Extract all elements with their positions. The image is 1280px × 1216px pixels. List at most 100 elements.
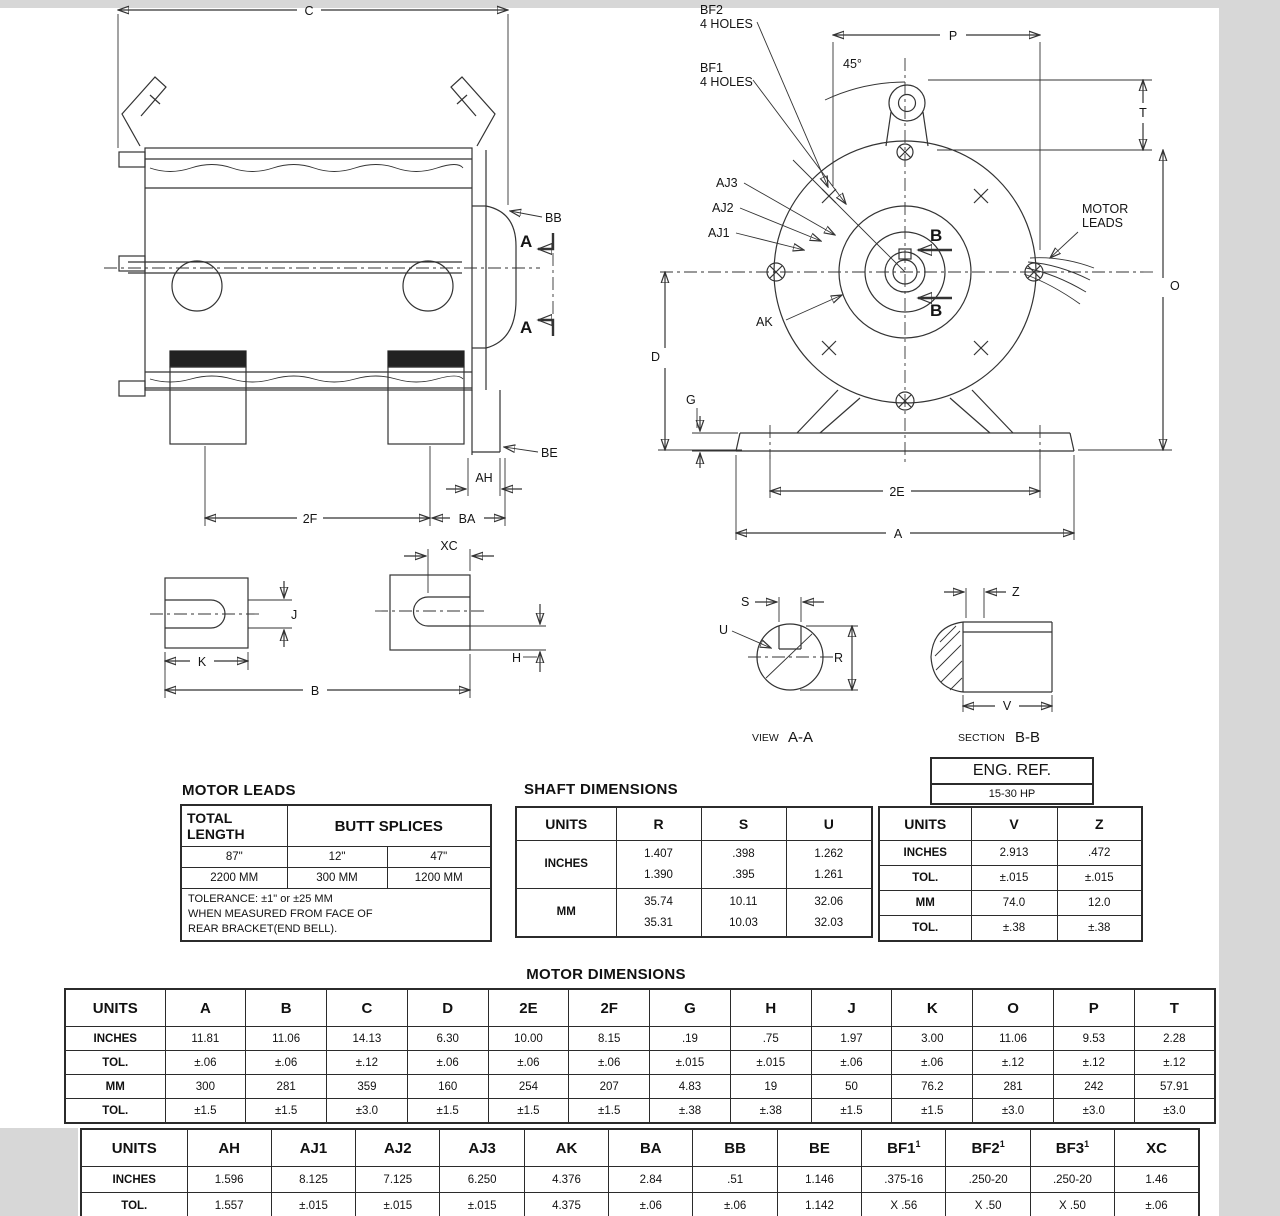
col-header: BE (776, 1128, 863, 1167)
section-label-b-bottom: B (930, 301, 942, 320)
col-header: 2E (487, 988, 570, 1027)
col-header: S (700, 806, 787, 841)
dim-label-bf2-holes: 4 HOLES (700, 17, 753, 31)
header-butt-splices: BUTT SPLICES (286, 804, 492, 847)
cell-value: 359 (326, 1074, 408, 1099)
motor-dimensions-main-table: UNITS A B C D 2E 2F G H J K O P T INCHES… (64, 988, 1216, 1124)
col-header: O (972, 988, 1054, 1027)
cell-value: ±3.0 (1052, 1098, 1135, 1124)
cell-value: ±.38 (970, 915, 1058, 942)
cell-value: 2.28 (1133, 1026, 1216, 1051)
row-label: TOL. (878, 915, 972, 942)
cell-value: 57.91 (1133, 1074, 1216, 1099)
row-label: TOL. (64, 1098, 166, 1124)
cell-value: ±.06 (487, 1050, 570, 1075)
col-header: 2F (568, 988, 651, 1027)
col-header: UNITS (515, 806, 617, 841)
cell-value: 1.262 1.261 (785, 840, 873, 889)
table-row: 87" 12" 47" (180, 846, 492, 868)
section-bb: Z V SECTION B-B (930, 585, 1052, 746)
col-header: BF21 (945, 1128, 1031, 1167)
cell-value: 8.15 (568, 1026, 651, 1051)
col-header: B (245, 988, 328, 1027)
cell-value: 254 (487, 1074, 570, 1099)
background-margin-bottom-left (0, 1128, 78, 1216)
section-label-a-top: A (520, 232, 532, 251)
cell-value: ±.38 (1056, 915, 1143, 942)
row-label: INCHES (80, 1166, 188, 1193)
col-header: BB (692, 1128, 778, 1167)
col-header: Z (1056, 806, 1143, 841)
col-header: K (891, 988, 974, 1027)
view-aa-caption: A-A (788, 729, 813, 746)
cell-value: ±.06 (568, 1050, 651, 1075)
cell-value: 1.97 (810, 1026, 893, 1051)
cell-value: 14.13 (326, 1026, 408, 1051)
table-row: UNITS V Z (878, 806, 1143, 841)
dim-label-aj2: AJ2 (712, 201, 734, 215)
section-label-a-bottom: A (520, 318, 532, 337)
cell-value: 300 MM (286, 867, 388, 889)
cell-value: ±3.0 (972, 1098, 1054, 1124)
motor-dimensions-title: MOTOR DIMENSIONS (526, 966, 686, 983)
shaft-dimensions-title: SHAFT DIMENSIONS (524, 781, 678, 798)
cell-value: 281 (972, 1074, 1054, 1099)
col-header: A (164, 988, 247, 1027)
motor-leads-title: MOTOR LEADS (182, 782, 296, 799)
cell-value: 160 (406, 1074, 489, 1099)
cell-value: 8.125 (270, 1166, 357, 1193)
cell-value: .19 (649, 1026, 731, 1051)
table-row: 2200 MM 300 MM 1200 MM (180, 867, 492, 889)
cell-value: .250-20 (945, 1166, 1031, 1193)
cell-value: 12.0 (1056, 890, 1143, 916)
cell-value: 87" (180, 846, 288, 868)
cell-value: X .56 (861, 1192, 947, 1216)
cell-value: 76.2 (891, 1074, 974, 1099)
cell-value: .75 (729, 1026, 812, 1051)
cell-value: 1.557 (186, 1192, 272, 1216)
cell-value: ±.015 (970, 865, 1058, 891)
cell-value: 12" (286, 846, 388, 868)
cell-value: ±1.5 (891, 1098, 974, 1124)
row-label: MM (64, 1074, 166, 1099)
dim-label-xc: XC (440, 539, 457, 553)
cell-value: ±.015 (729, 1050, 812, 1075)
col-header: V (970, 806, 1058, 841)
cell-value: ±1.5 (487, 1098, 570, 1124)
dim-label-bf2: BF2 (700, 3, 723, 17)
col-header: AJ3 (439, 1128, 525, 1167)
dim-label-aj1: AJ1 (708, 226, 730, 240)
view-aa-caption-prefix: VIEW (752, 732, 779, 744)
dim-label-b: B (311, 684, 319, 698)
dim-label-h: H (512, 651, 521, 665)
dim-label-ah: AH (475, 471, 492, 485)
table-row: TOL.±.015±.015 (878, 865, 1143, 891)
cell-value: ±.12 (972, 1050, 1054, 1075)
cell-value: ±.12 (1052, 1050, 1135, 1075)
cell-value: ±1.5 (245, 1098, 328, 1124)
cell-value: 281 (245, 1074, 328, 1099)
motor-leads-label-line1: MOTOR (1082, 202, 1128, 216)
col-header: J (810, 988, 893, 1027)
row-label: MM (515, 888, 617, 938)
dim-label-ak: AK (756, 315, 773, 329)
section-bb-caption-prefix: SECTION (958, 732, 1005, 744)
cell-value: 2.913 (970, 840, 1058, 866)
cell-value: 19 (729, 1074, 812, 1099)
cell-value: 207 (568, 1074, 651, 1099)
cell-value: 11.06 (245, 1026, 328, 1051)
col-header: H (729, 988, 812, 1027)
cell-value: ±.06 (406, 1050, 489, 1075)
cell-value: 7.125 (355, 1166, 441, 1193)
col-header: AJ2 (355, 1128, 441, 1167)
cell-value: ±1.5 (164, 1098, 247, 1124)
col-header: BF31 (1029, 1128, 1116, 1167)
cell-value: ±.12 (326, 1050, 408, 1075)
